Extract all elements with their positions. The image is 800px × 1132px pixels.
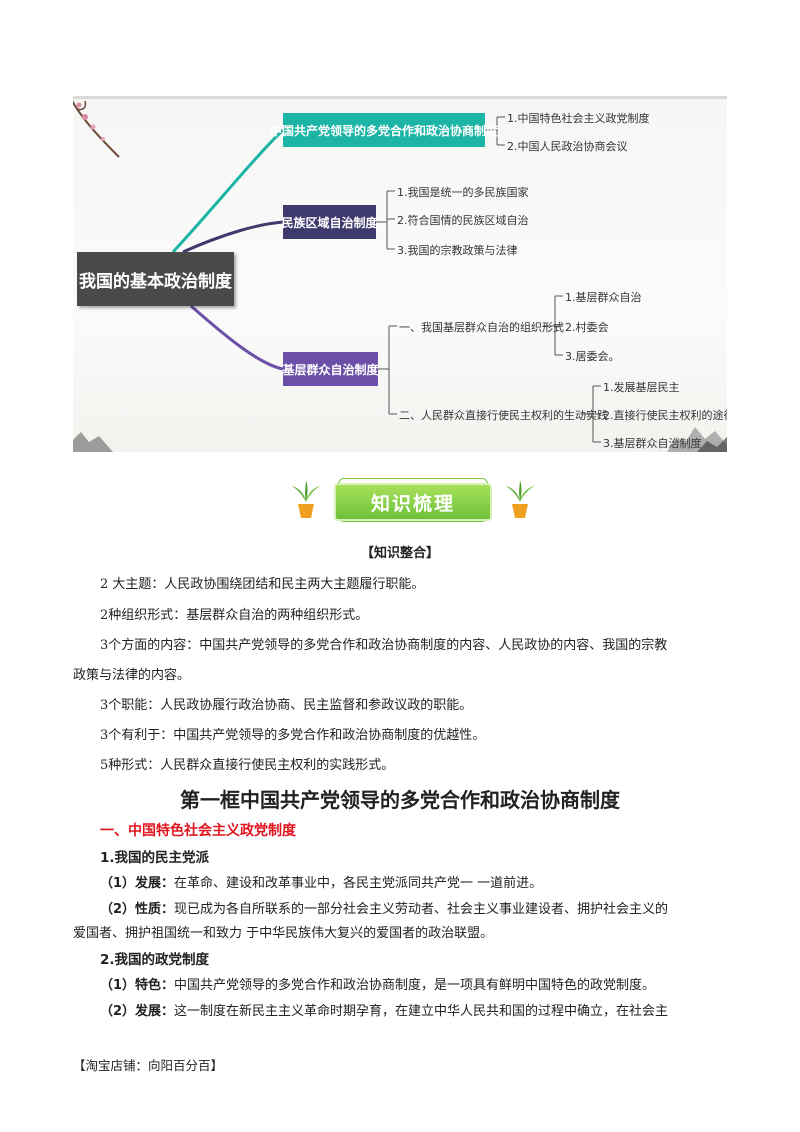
integrate-line: 3个有利于：中国共产党领导的多党合作和政治协商制度的优越性。 [100,728,486,743]
paragraph-text: 在革命、建设和改革事业中，各民主党派同共产党一 一道前进。 [174,876,543,891]
integrate-heading: 【知识整合】 [360,546,439,561]
mindmap-figure: 我国的基本政治制度 中国共产党领导的多党合作和政治协商制度 民族区域自治制度 基… [73,96,727,452]
sub2-title: 2.我国的政党制度 [100,952,210,968]
branch-ethnic-autonomy-node: 民族区域自治制度 [282,205,378,239]
banner-title: 知识梳理 [334,483,492,521]
footer-shop-note: 【淘宝店铺：向阳百分百】 [73,1058,224,1073]
paragraph-text: 现已成为各自所联系的一部分社会主义劳动者、社会主义事业建设者、拥护社会主义的 [174,902,669,917]
branch2-item: 2.符合国情的民族区域自治 [397,214,529,227]
branch2-item: 1.我国是统一的多民族国家 [397,186,529,199]
branch-multiparty-node: 中国共产党领导的多党合作和政治协商制度 [270,113,498,147]
branch1-item: 1.中国特色社会主义政党制度 [507,112,650,125]
mindmap-connectors [171,116,601,443]
sub1-item: 1.基层群众自治 [565,291,642,304]
potted-plant-icon [506,480,534,518]
paragraph-development: （1）发展：在革命、建设和改革事业中，各民主党派同共产党一 一道前进。 [100,872,727,891]
branch3-sub1-label: 一、我国基层群众自治的组织形式 [399,321,564,334]
potted-plant-icon [292,480,320,518]
sub2-item: 1.发展基层民主 [603,381,680,394]
sub2-item: 2.直接行使民主权利的途径 [603,409,727,422]
paragraph-label: （2）发展： [100,1004,175,1019]
ink-landscape-left-icon [73,432,113,452]
paragraph-text: 这一制度在新民主主义革命时期孕育，在建立中华人民共和国的过程中确立，在社会主 [174,1004,669,1019]
integrate-line: 2 大主题：人民政协围绕团结和民主两大主题履行职能。 [100,577,425,592]
integrate-line: 2种组织形式：基层群众自治的两种组织形式。 [100,608,369,623]
paragraph-label: （1）发展： [100,876,175,891]
paragraph-nature-cont: 爱国者、拥护祖国统一和致力 于中华民族伟大复兴的爱国者的政治联盟。 [73,926,494,941]
integrate-line: 3个职能：人民政协履行政治协商、民主监督和参政议政的职能。 [100,698,473,713]
part1-title: 一、中国特色社会主义政党制度 [100,823,296,839]
integrate-line: 3个方面的内容：中国共产党领导的多党合作和政治协商制度的内容、人民政协的内容、我… [100,638,668,653]
paragraph-nature: （2）性质：现已成为各自所联系的一部分社会主义劳动者、社会主义事业建设者、拥护社… [100,898,727,917]
branch-decoration-icon [73,100,120,158]
sub1-item: 3.居委会。 [565,350,620,363]
ink-landscape-icon [667,427,727,452]
paragraph-feature: （1）特色：中国共产党领导的多党合作和政治协商制度，是一项具有鲜明中国特色的政党… [100,974,727,993]
branch2-item: 3.我国的宗教政策与法律 [397,244,518,257]
sub1-title: 1.我国的民主党派 [100,850,210,866]
integrate-line: 政策与法律的内容。 [73,668,191,683]
sub2-item: 3.基层群众自治制度 [603,437,702,450]
paragraph-label: （2）性质： [100,902,175,917]
integrate-line: 5种形式：人民群众直接行使民主权利的实践形式。 [100,758,395,773]
sub1-item: 2.村委会 [565,321,609,334]
knowledge-banner: 知识梳理 [290,474,538,524]
branch1-item: 2.中国人民政治协商会议 [507,140,628,153]
branch3-sub2-label: 二、人民群众直接行使民主权利的生动实践 [399,409,608,422]
paragraph-history: （2）发展：这一制度在新民主主义革命时期孕育，在建立中华人民共和国的过程中确立，… [100,1000,727,1019]
paragraph-text: 中国共产党领导的多党合作和政治协商制度，是一项具有鲜明中国特色的政党制度。 [174,978,656,993]
branch-grassroots-node: 基层群众自治制度 [283,352,379,386]
mindmap-root-node: 我国的基本政治制度 [77,252,234,306]
paragraph-label: （1）特色： [100,978,175,993]
section-title: 第一框中国共产党领导的多党合作和政治协商制度 [180,788,620,812]
